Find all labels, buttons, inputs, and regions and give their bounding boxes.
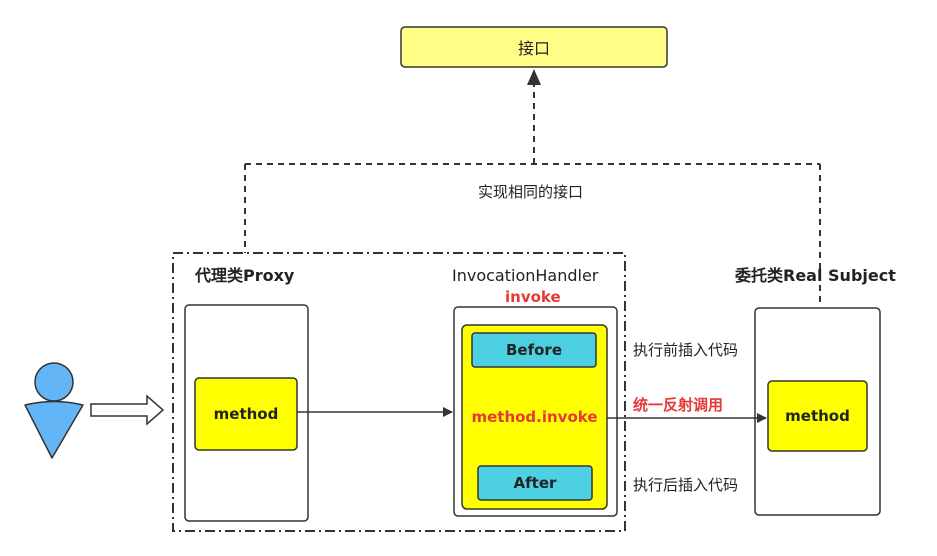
- proxy-method-box: [194, 377, 298, 451]
- after-box: [477, 465, 593, 501]
- proxy-method-label: method: [213, 405, 279, 423]
- before-insert-annotation: 执行前插入代码: [633, 341, 739, 359]
- proxy-group-boundary: [172, 252, 626, 532]
- user-call-arrow: [90, 394, 165, 426]
- proxy-title: 代理类Proxy: [195, 266, 295, 285]
- after-label: After: [513, 474, 557, 492]
- interface-label: 接口: [517, 39, 550, 58]
- handler-title: InvocationHandler: [452, 266, 599, 285]
- real-subject-method-box: [767, 380, 868, 452]
- implements-label: 实现相同的接口: [478, 183, 584, 201]
- before-box: [471, 332, 597, 368]
- invoke-label: invoke: [505, 288, 561, 306]
- method-invoke-label: method.invoke: [471, 408, 598, 426]
- real-subject-method-label: method: [785, 407, 850, 425]
- interface-box: [400, 26, 668, 68]
- before-label: Before: [505, 341, 562, 359]
- real-subject-title: 委托类Real Subject: [735, 266, 896, 285]
- unified-reflect-annotation: 统一反射调用: [633, 396, 724, 414]
- after-insert-annotation: 执行后插入代码: [633, 476, 739, 494]
- user-icon: [24, 362, 84, 459]
- implements-arrowhead: [527, 69, 541, 85]
- invoke-box: [461, 324, 608, 510]
